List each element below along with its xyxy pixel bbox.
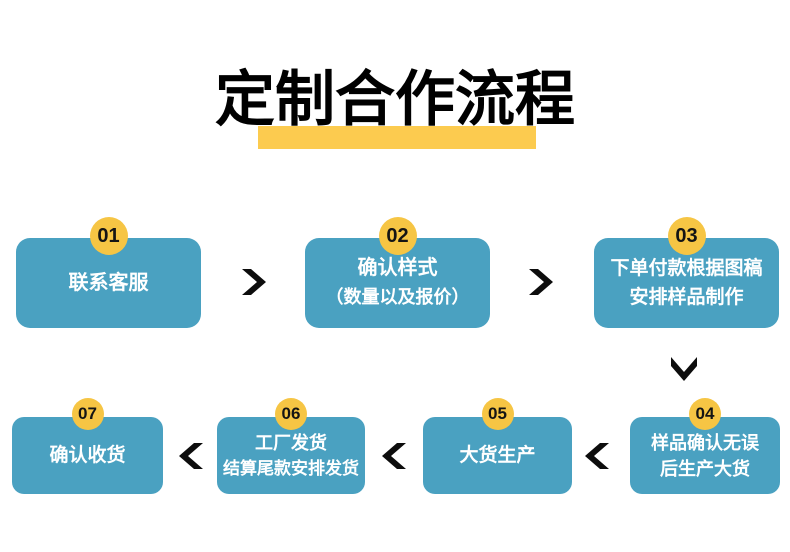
step-box-02: 02 确认样式 （数量以及报价） (305, 217, 490, 328)
chevron-down-icon (671, 357, 697, 381)
chevron-right-icon (242, 269, 266, 295)
step-label-line: 样品确认无误 (651, 432, 759, 453)
step-number-badge: 01 (89, 217, 128, 255)
title-highlight-bar (258, 126, 536, 149)
step-box-01: 01 联系客服 (16, 217, 201, 328)
chevron-right-icon (529, 269, 553, 295)
chevron-left-icon (585, 443, 609, 469)
step-box-07: 07 确认收货 (12, 398, 163, 494)
step-number-badge: 04 (689, 398, 721, 430)
step-box-04: 04 样品确认无误 后生产大货 (630, 398, 780, 494)
step-number-badge: 07 (71, 398, 104, 430)
step-number-badge: 02 (378, 217, 417, 255)
chevron-left-icon (179, 443, 203, 469)
step-label-line: 确认收货 (49, 444, 126, 466)
step-number-badge: 05 (481, 398, 514, 430)
page-title-block: 定制合作流程 (0, 60, 790, 155)
step-box-03: 03 下单付款根据图稿 安排样品制作 (594, 217, 779, 328)
step-box-06: 06 工厂发货 结算尾款安排发货 (217, 398, 365, 494)
step-label-line: 安排样品制作 (629, 287, 744, 308)
step-label-line: 后生产大货 (660, 458, 750, 479)
step-label-line: 联系客服 (68, 271, 149, 294)
page-title: 定制合作流程 (215, 66, 575, 133)
step-label-line: （数量以及报价） (325, 287, 470, 307)
step-number-badge: 03 (667, 217, 706, 255)
step-label-line: 工厂发货 (255, 432, 327, 453)
step-label-line: 结算尾款安排发货 (223, 458, 359, 478)
step-label-line: 下单付款根据图稿 (610, 258, 763, 279)
step-label-line: 大货生产 (459, 444, 536, 466)
step-number-badge: 06 (275, 398, 307, 430)
step-box-05: 05 大货生产 (423, 398, 572, 494)
chevron-left-icon (382, 443, 406, 469)
step-label-line: 确认样式 (357, 257, 438, 279)
